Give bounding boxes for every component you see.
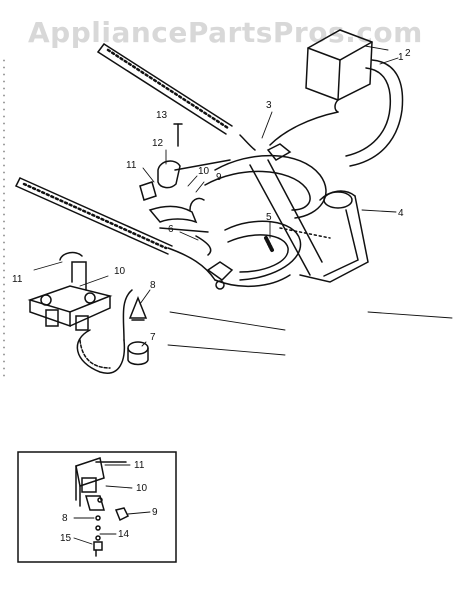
- inset-callout-14: 14: [118, 529, 130, 540]
- inset-detail: [17, 451, 177, 563]
- callout-1: 1: [398, 52, 404, 63]
- control-box: [305, 29, 373, 101]
- vent-tube: [299, 190, 369, 283]
- callout-13: 13: [156, 110, 168, 121]
- inset-callout-10: 10: [136, 483, 148, 494]
- callout-4: 4: [398, 208, 404, 219]
- inset-leader-lines: [73, 464, 151, 545]
- igniter: [127, 341, 149, 366]
- callout-8: 8: [150, 280, 156, 291]
- callout-6: 6: [168, 224, 174, 235]
- gas-tubing: [239, 59, 404, 167]
- callout-9: 9: [216, 172, 222, 183]
- inset-callout-11: 11: [134, 460, 145, 471]
- lower-burner-tube: [15, 177, 216, 281]
- callout-12: 12: [152, 138, 164, 149]
- valve-assembly: [27, 251, 133, 374]
- upper-burner-tube: [97, 43, 233, 135]
- callout-11-upper: 11: [126, 160, 137, 171]
- leader-lines: [33, 45, 453, 356]
- callout-10-upper: 10: [198, 166, 210, 177]
- inset-callout-15: 15: [60, 533, 72, 544]
- callout-2: 2: [405, 48, 411, 59]
- callout-10-lower: 10: [114, 266, 126, 277]
- inset-callout-8: 8: [62, 513, 68, 524]
- spring: [264, 236, 274, 252]
- callout-3: 3: [266, 100, 272, 111]
- callout-5: 5: [266, 212, 272, 223]
- upper-burner-bracket: [266, 143, 292, 161]
- pilot-assembly: [139, 159, 231, 256]
- screw: [173, 123, 183, 147]
- manifold-tubes: [204, 154, 327, 288]
- inset-callout-9: 9: [152, 507, 158, 518]
- callout-11-lower: 11: [12, 274, 23, 285]
- burner-bracket: [206, 261, 234, 290]
- callout-7: 7: [150, 332, 156, 343]
- thermocouple-tip: [128, 295, 148, 321]
- watermark: AppliancePartsPros.com: [28, 16, 423, 49]
- leader-dotted: [279, 227, 331, 239]
